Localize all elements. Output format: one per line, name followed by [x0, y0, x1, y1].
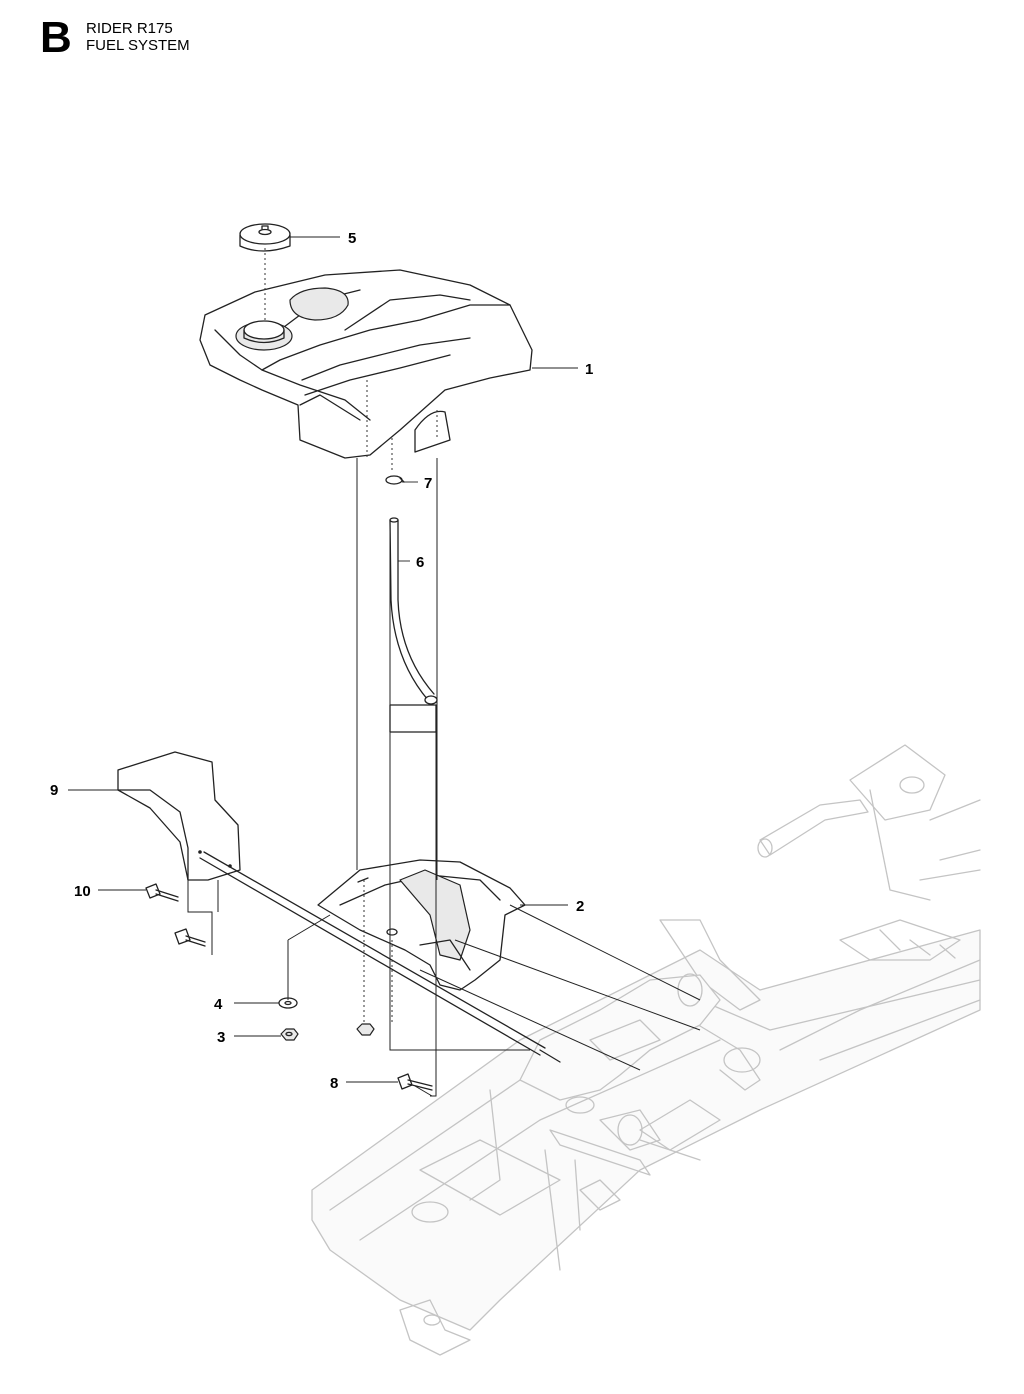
callout-7: 7	[424, 475, 432, 492]
callout-3: 3	[217, 1029, 225, 1046]
callout-1: 1	[585, 361, 593, 378]
nut-8-area	[356, 1023, 375, 1036]
callout-4: 4	[214, 996, 223, 1013]
tank-support-part	[317, 859, 526, 991]
callout-10: 10	[74, 883, 91, 900]
fuel-cap-part	[239, 223, 291, 252]
callout-6: 6	[416, 554, 424, 571]
chassis-frame-ghost	[311, 744, 981, 1356]
section-letter: B	[40, 13, 72, 62]
bolt-10-upper	[145, 883, 179, 902]
fuel-hose-part	[389, 517, 438, 733]
callout-9: 9	[50, 782, 58, 799]
callout-8: 8	[330, 1075, 338, 1092]
nut-3	[280, 1028, 299, 1041]
heat-shield-part	[117, 751, 241, 881]
mounting-rod	[199, 851, 561, 1063]
bolt-8	[397, 1073, 433, 1091]
callout-leaders	[68, 236, 578, 1083]
assembly-guide-lines	[187, 248, 701, 1097]
callout-5: 5	[348, 230, 356, 247]
title-block: RIDER R175 FUEL SYSTEM	[86, 20, 386, 54]
bolt-10-lower	[174, 928, 206, 947]
callout-2: 2	[576, 898, 584, 915]
fuel-tank-part	[199, 269, 533, 459]
callout-labels: 5 1 7 6 9 2 10 4 3 8	[50, 230, 593, 1092]
section-title: FUEL SYSTEM	[86, 37, 190, 54]
model-name: RIDER R175	[86, 20, 173, 37]
hose-clamp-part	[385, 475, 405, 485]
